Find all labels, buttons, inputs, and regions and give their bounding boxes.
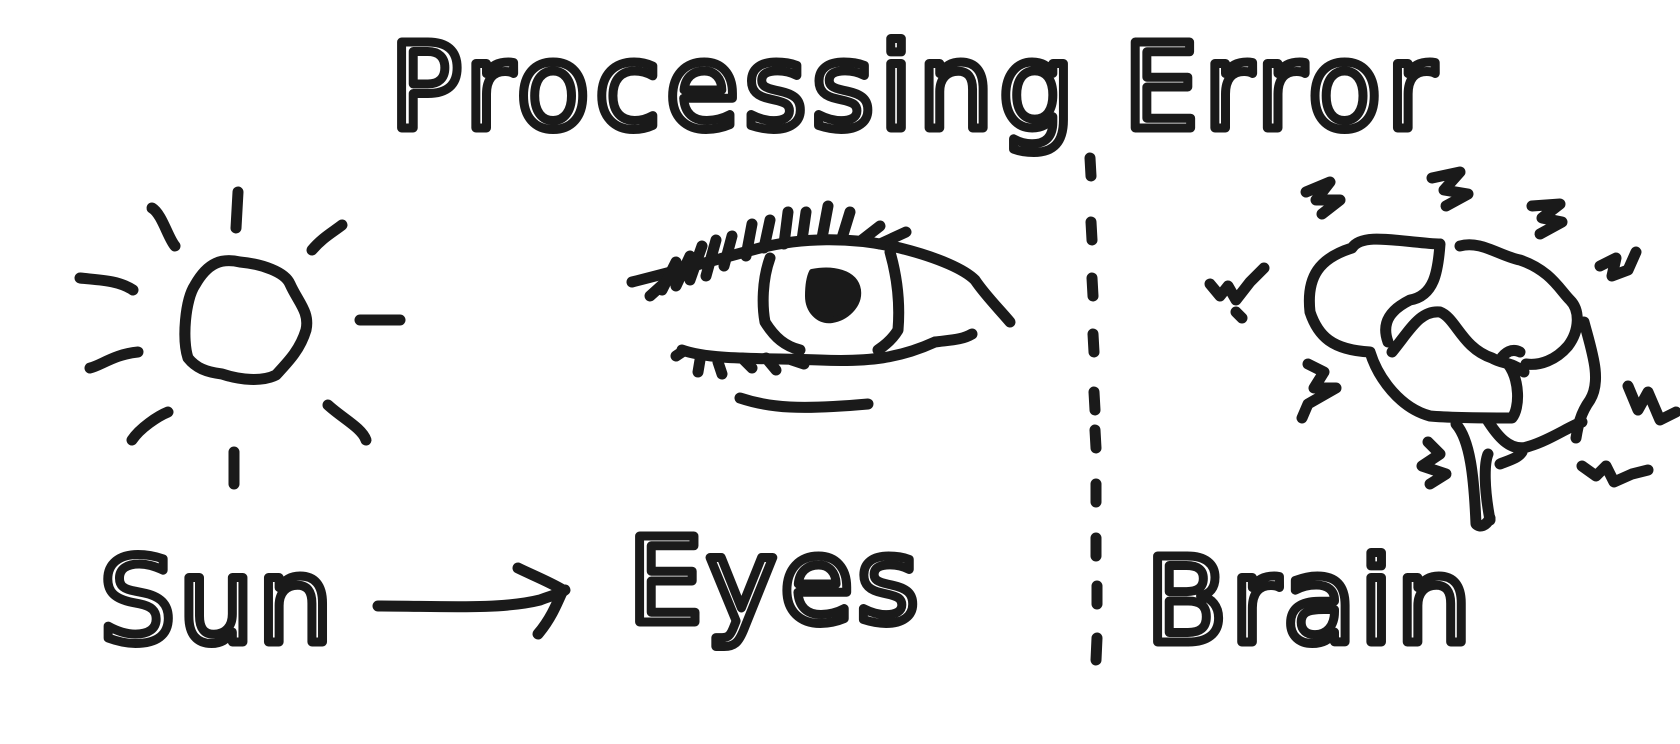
brain-icon <box>1204 166 1680 532</box>
label-brain: Brain <box>1146 532 1475 670</box>
dashed-divider <box>1084 152 1103 666</box>
eye-icon <box>626 200 1016 413</box>
right-arrow-icon <box>372 562 571 640</box>
label-eyes: Eyes <box>628 512 922 650</box>
label-sun: Sun <box>100 532 336 670</box>
diagram-title: Processing Error <box>390 18 1441 156</box>
sun-icon <box>74 186 406 490</box>
